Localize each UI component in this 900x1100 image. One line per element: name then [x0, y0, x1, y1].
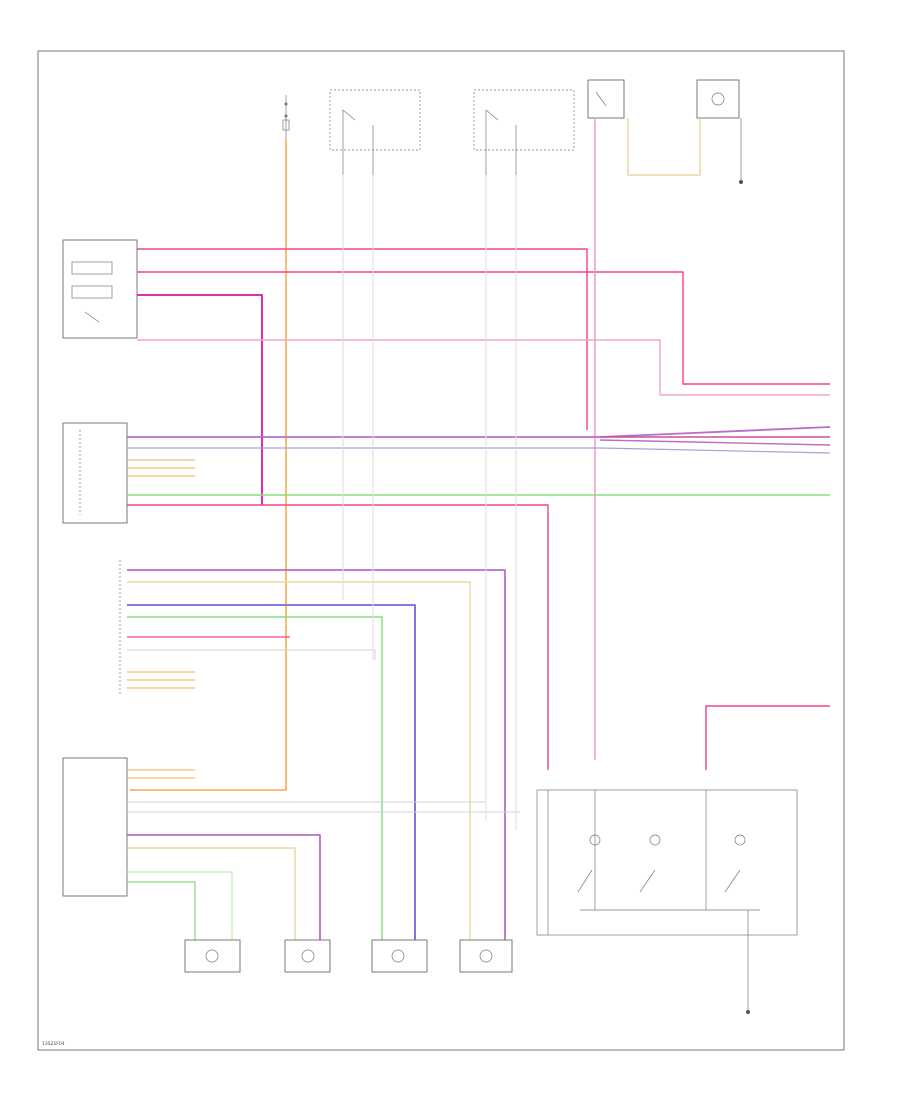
- wire-bluegrey-bus: [127, 447, 831, 454]
- wire-green-low-2: [127, 881, 196, 940]
- wire-grey-mid: [127, 649, 376, 660]
- ground-symbol-top: [739, 118, 743, 184]
- control-module-a: [587, 79, 625, 119]
- left-components: [62, 239, 138, 897]
- wire-orange-stubs-3: [127, 769, 195, 779]
- wire-pink-door: [127, 504, 549, 770]
- control-module-b: [696, 79, 740, 119]
- wire-pink-1: [137, 248, 588, 430]
- wire-violet-bus-1: [127, 426, 831, 438]
- wire-tan-mid: [127, 581, 471, 940]
- bottom-lamps: [184, 939, 513, 973]
- wire-violet-low: [127, 834, 321, 940]
- front-door-switch-group: [329, 89, 421, 175]
- wire-violet-bus-3: [599, 439, 831, 446]
- wire-orange-stubs-2: [127, 671, 195, 689]
- wire-orange-stubs-1: [127, 459, 195, 477]
- wire-blue-mid: [127, 604, 416, 940]
- wire-lightpink-4: [137, 339, 830, 396]
- wire-violet-mid: [127, 569, 506, 940]
- fuse-block: [282, 95, 290, 140]
- window-switch-module: [62, 239, 138, 339]
- wire-green-low: [127, 871, 233, 940]
- door-control-module-front: [62, 422, 128, 524]
- wire-orange-main: [130, 140, 287, 791]
- door-control-module-rear: [62, 757, 128, 897]
- wire-pink-2: [137, 271, 830, 385]
- diagram-frame: [37, 50, 845, 1051]
- wire-tan-low: [127, 847, 296, 940]
- lamp-module: [536, 789, 798, 1014]
- wires: [127, 118, 831, 940]
- wire-tan-relay: [627, 118, 701, 176]
- top-components: [282, 79, 743, 184]
- wire-magenta-3: [137, 294, 263, 505]
- rear-door-switch-group: [473, 89, 575, 175]
- wire-pink-lamp: [705, 705, 830, 770]
- wire-green-mid: [127, 616, 383, 940]
- diagram-id: 13S21F04: [42, 1041, 65, 1047]
